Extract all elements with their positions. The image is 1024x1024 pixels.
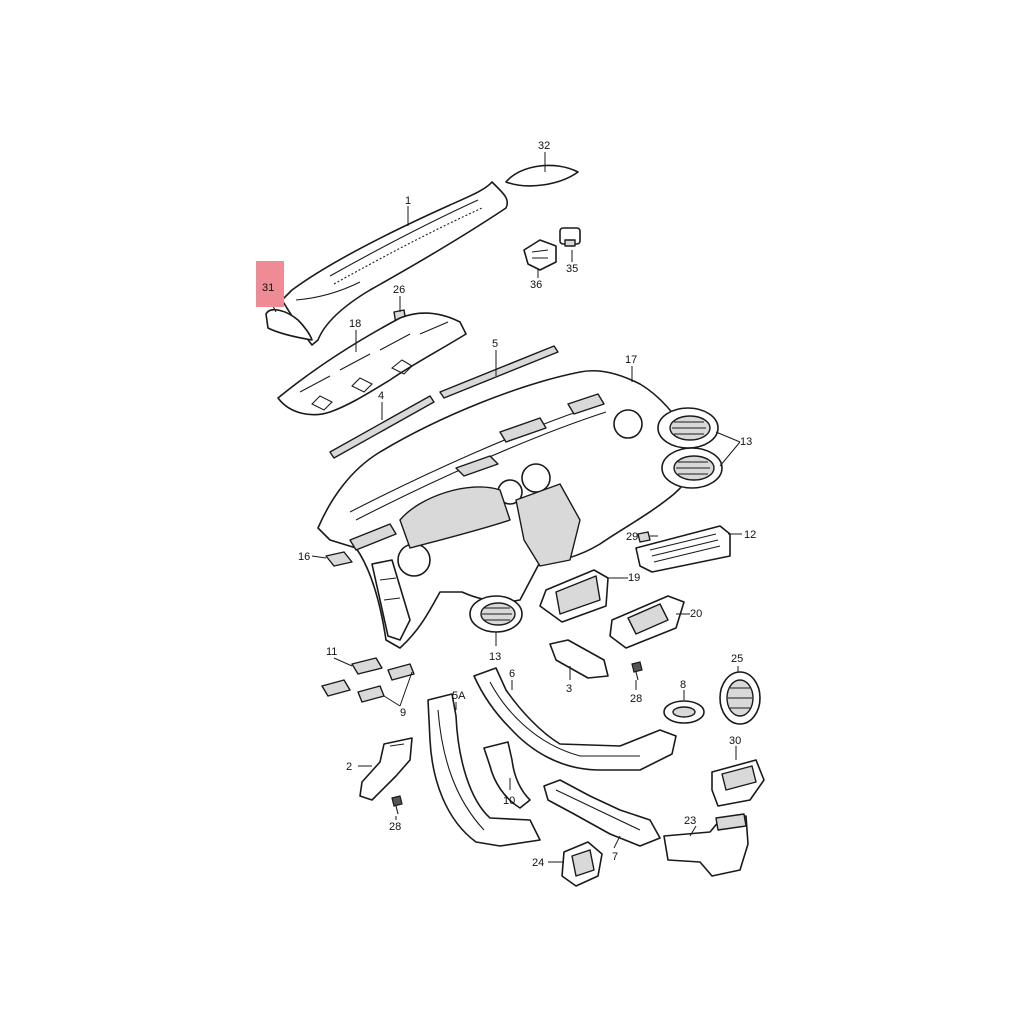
part-12-vent-housing: [635, 525, 731, 573]
part-5a-floor-duct: [427, 693, 541, 847]
callout-12: 12: [744, 529, 756, 541]
callout-13-upper: 13: [740, 436, 752, 448]
part-2-bracket: [359, 737, 413, 801]
callout-28-upper: 28: [630, 693, 642, 705]
part-35-sensor: [559, 227, 581, 247]
part-11-vent-lower: [321, 679, 351, 697]
callout-2: 2: [346, 761, 352, 773]
part-19-tray: [539, 569, 609, 623]
part-6-center-duct: [473, 667, 677, 771]
part-4-vent-strip: [329, 395, 435, 459]
callout-35: 35: [566, 263, 578, 275]
callout-18: 18: [349, 318, 361, 330]
callout-32: 32: [538, 140, 550, 152]
callout-16: 16: [298, 551, 310, 563]
callout-9: 9: [400, 707, 406, 719]
callout-7: 7: [612, 851, 618, 863]
callout-31: 31: [262, 282, 274, 294]
part-32-cover: [505, 164, 579, 187]
part-31-end-piece: [265, 308, 313, 341]
part-13-round-vent-center: [469, 595, 523, 633]
callout-29: 29: [626, 531, 638, 543]
callout-17: 17: [625, 354, 637, 366]
part-36-bracket: [523, 239, 557, 271]
part-9-vent-upper: [387, 663, 415, 681]
dashboard-main: [317, 369, 695, 649]
part-16-switch: [325, 551, 353, 567]
callout-19: 19: [628, 572, 640, 584]
part-3-duct: [549, 639, 609, 679]
callout-labels: 32 1 35 36 31 26 18 5 17 4 13 12 29 16 1…: [262, 140, 756, 869]
callout-4: 4: [378, 390, 384, 402]
part-23-rear-outlet: [663, 813, 749, 877]
callout-6: 6: [509, 668, 515, 680]
part-25-grille: [719, 671, 761, 725]
part-5-vent-strip: [439, 345, 559, 399]
callout-13-lower: 13: [489, 651, 501, 663]
part-10-duct: [483, 741, 531, 809]
part-8-grommet: [663, 700, 705, 724]
part-13-round-vent-lower: [661, 447, 723, 489]
part-1-cowl-panel: [281, 181, 509, 346]
highlight-box-31: [256, 261, 284, 307]
callout-10: 10: [503, 795, 515, 807]
callout-5: 5: [492, 338, 498, 350]
callout-3: 3: [566, 683, 572, 695]
part-28-screw-upper: [631, 661, 643, 681]
part-13-round-vent-upper: [657, 407, 719, 449]
callout-1: 1: [405, 195, 411, 207]
part-30-grille: [711, 759, 765, 807]
callout-5a: 5A: [452, 690, 466, 702]
callout-25: 25: [731, 653, 743, 665]
part-18-cross-member: [277, 312, 467, 416]
callout-24: 24: [532, 857, 544, 869]
callout-26: 26: [393, 284, 405, 296]
part-9-vent-lower: [357, 685, 385, 703]
part-29-clip: [637, 531, 651, 543]
callout-23: 23: [684, 815, 696, 827]
callout-36: 36: [530, 279, 542, 291]
callout-28-lower: 28: [389, 821, 401, 833]
part-11-vent-upper: [351, 657, 383, 675]
callout-20: 20: [690, 608, 702, 620]
part-28-screw-lower: [391, 795, 403, 815]
callout-30: 30: [729, 735, 741, 747]
callout-8: 8: [680, 679, 686, 691]
part-7-rear-duct: [543, 779, 661, 847]
part-24-grille: [561, 841, 603, 887]
part-20-console-cover: [609, 595, 685, 649]
callout-11: 11: [326, 646, 337, 658]
leader-lines: [269, 152, 742, 863]
